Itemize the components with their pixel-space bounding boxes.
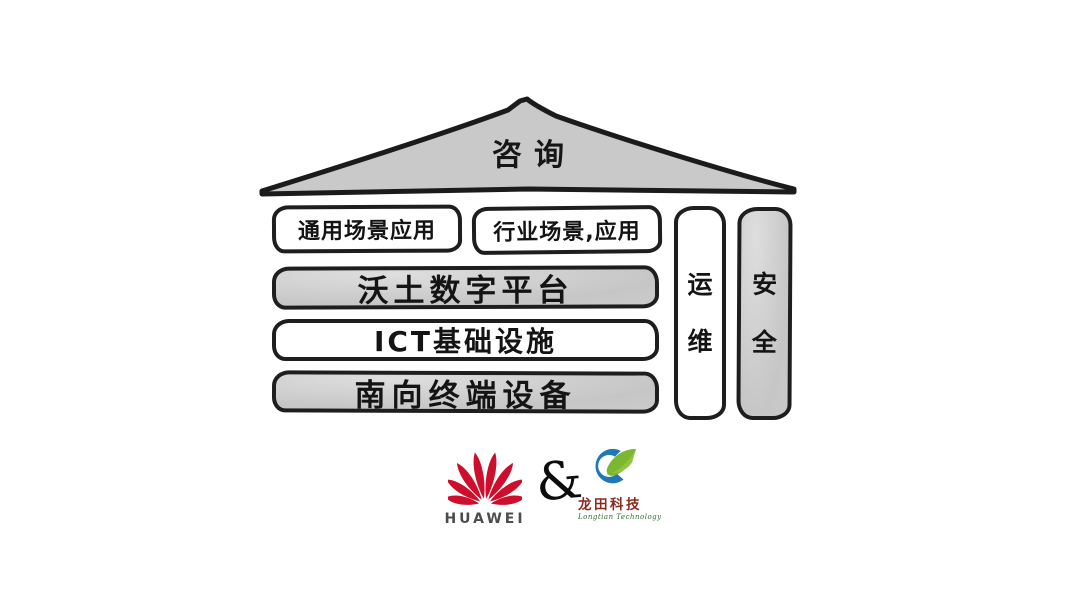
huawei-logo: HUAWEI [443, 450, 527, 527]
longtian-mark-icon [595, 448, 636, 484]
longtian-name-en: Longtian Technology [578, 513, 662, 521]
roof: 咨询 [256, 94, 800, 198]
layer-digital-platform: 沃土数字平台 [271, 265, 660, 310]
layer-ict-infrastructure: ICT基础设施 [272, 319, 659, 361]
layer-ict-infrastructure-label: ICT基础设施 [373, 325, 558, 358]
pillar-operations: 运维 [674, 206, 726, 420]
ampersand: & [533, 449, 585, 514]
layer-apps-general: 通用场景应用 [271, 204, 463, 254]
pillar-security: 安全 [736, 206, 793, 421]
layer-digital-platform-label: 沃土数字平台 [357, 272, 574, 310]
roof-shape [259, 96, 797, 197]
longtian-logo: 龙田科技 Longtian Technology [578, 447, 674, 521]
roof-label: 咨询 [492, 138, 576, 173]
layer-apps-general-label: 通用场景应用 [297, 218, 437, 245]
huawei-flower-icon [445, 452, 525, 505]
pillar-operations-label: 运维 [687, 269, 713, 357]
layer-apps-industry-label: 行业场景,应用 [493, 219, 641, 246]
pillar-security-label: 安全 [751, 269, 778, 357]
layer-apps-industry: 行业场景,应用 [471, 205, 663, 255]
layer-terminal-devices: 南向终端设备 [271, 370, 660, 414]
longtian-name-cn: 龙田科技 [578, 497, 642, 513]
huawei-wordmark: HUAWEI [444, 511, 526, 527]
layer-terminal-devices-label: 南向终端设备 [354, 377, 577, 414]
